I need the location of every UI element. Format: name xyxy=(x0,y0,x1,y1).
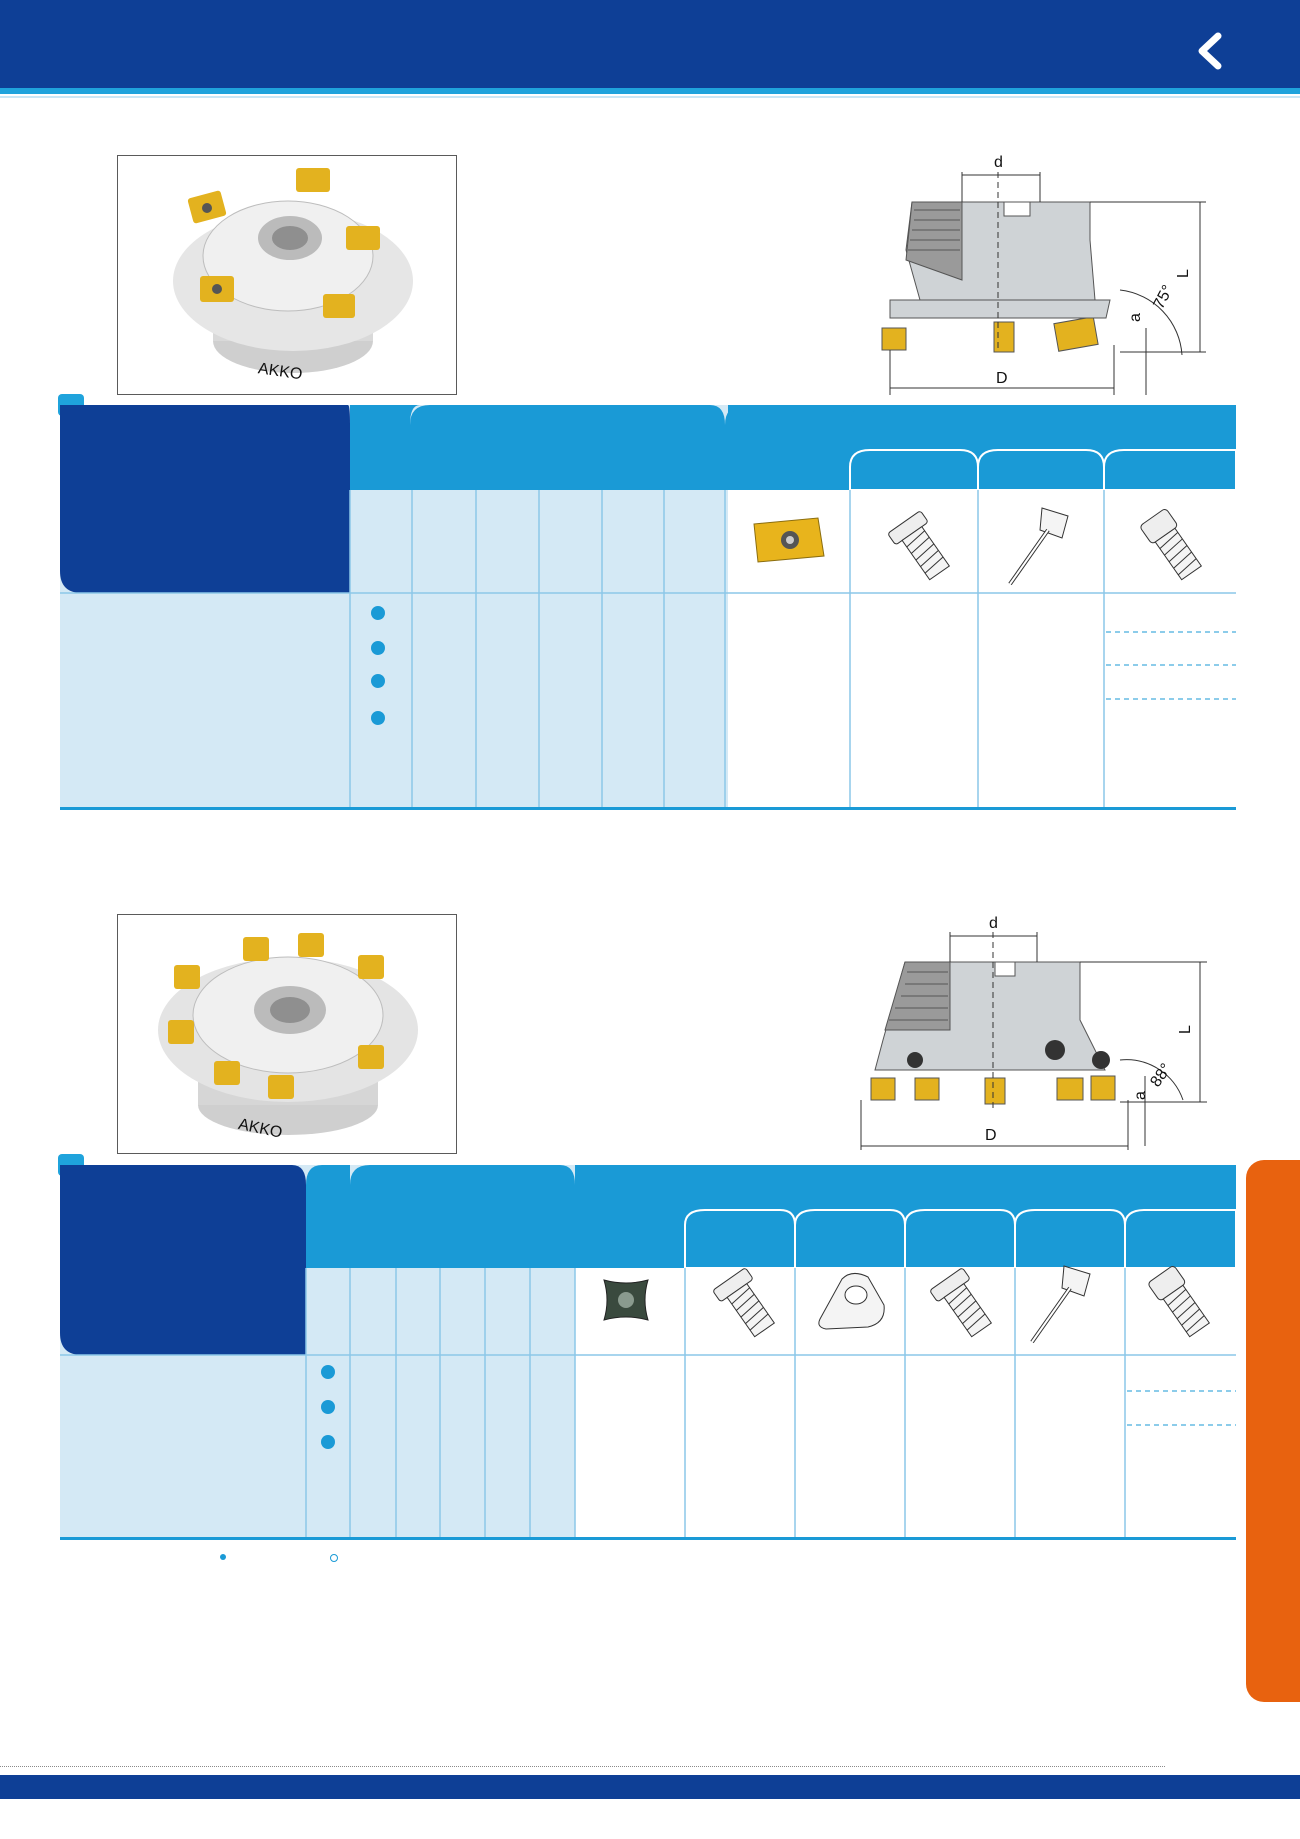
dim-label-a-75: a xyxy=(1127,313,1144,322)
dimension-diagram-75: d D L a 75° xyxy=(870,150,1210,400)
dim-label-L-88: L xyxy=(1177,1025,1194,1034)
product-photo-88: AKKO xyxy=(117,914,457,1154)
side-chapter-tab[interactable] xyxy=(1246,1160,1300,1702)
legend-filled-dot xyxy=(220,1554,226,1560)
dimension-diagram-88: d D L a 88° xyxy=(855,910,1215,1155)
insert-screw-icon xyxy=(880,505,960,585)
top-banner xyxy=(0,0,1300,88)
dim-label-d-75: d xyxy=(994,154,1003,171)
clamping-bolt-icon xyxy=(1140,1262,1220,1342)
footer-dotted-rule xyxy=(0,1766,1165,1767)
dim-label-d-88: d xyxy=(989,915,998,932)
dim-label-D-75: D xyxy=(996,370,1008,387)
banner-accent-line-thin xyxy=(0,96,1300,98)
footer-bar xyxy=(0,1775,1300,1799)
chevron-left-icon[interactable] xyxy=(1192,30,1228,72)
dim-label-D-88: D xyxy=(985,1127,997,1144)
product-photo-75: AKKO xyxy=(117,155,457,395)
dim-label-L-75: L xyxy=(1175,269,1192,278)
insert-icon xyxy=(748,510,828,570)
clamp-screw-icon xyxy=(922,1262,1002,1342)
legend-open-ring xyxy=(330,1554,338,1562)
product-table-88 xyxy=(60,1165,1237,1540)
clamping-bolt-icon xyxy=(1132,505,1212,585)
insert-screw-icon xyxy=(705,1262,785,1342)
angle-label-75: 75° xyxy=(1151,283,1177,312)
photo-logo-75: AKKO xyxy=(257,360,303,383)
torx-key-icon xyxy=(1022,1258,1102,1348)
banner-accent-line xyxy=(0,88,1300,94)
dim-label-a-88: a xyxy=(1132,1091,1149,1100)
clamp-wedge-icon xyxy=(812,1265,892,1340)
product-table-75 xyxy=(60,405,1237,810)
torx-key-icon xyxy=(1000,500,1080,590)
insert-icon xyxy=(598,1272,654,1328)
